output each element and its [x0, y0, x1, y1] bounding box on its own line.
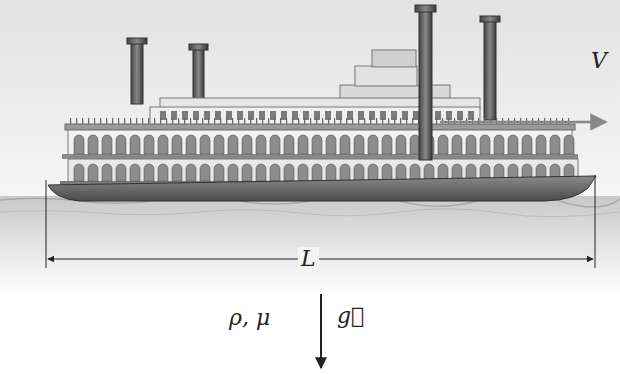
length-label: L	[298, 247, 319, 271]
velocity-label: V	[588, 49, 610, 73]
gravity-label: g⃗	[334, 304, 367, 328]
fluid-property-label: ρ, μ	[226, 306, 273, 330]
